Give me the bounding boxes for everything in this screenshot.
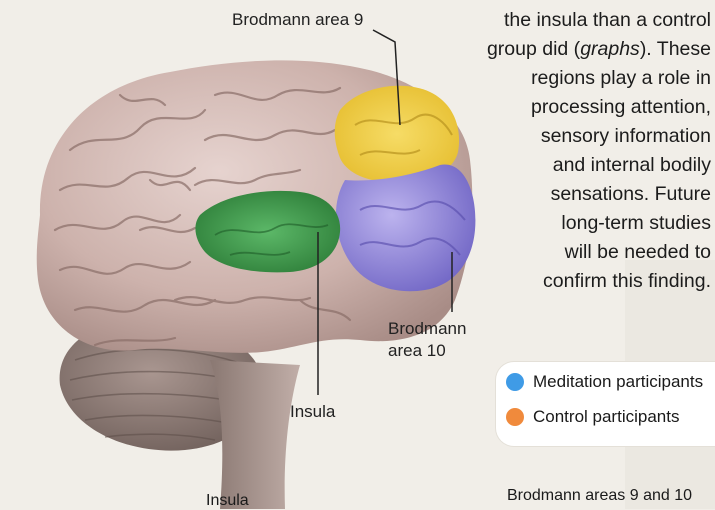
legend-label-control: Control participants [533,407,679,427]
bottom-brodmann-label: Brodmann areas 9 and 10 [507,487,692,505]
caption-line-2: group did (graphs). These [341,35,711,64]
brodmann-area-10-label-line-2: area 10 [388,340,466,362]
caption-line-3: regions play a role in [341,64,711,93]
brodmann-area-10-label: Brodmann area 10 [388,318,466,362]
caption-line-6: and internal bodily [341,151,711,180]
caption-line-10: confirm this finding. [341,267,711,296]
insula-label: Insula [290,402,335,422]
legend-item-meditation: Meditation participants [506,372,703,392]
caption-graphs-emphasis: graphs [580,38,640,60]
control-dot-icon [506,408,524,426]
legend-item-control: Control participants [506,407,679,427]
brodmann-area-10-label-line-1: Brodmann [388,318,466,340]
caption-line-9: will be needed to [341,238,711,267]
caption-text: the insula than a control group did (gra… [341,6,711,296]
caption-line-5: sensory information [341,122,711,151]
meditation-dot-icon [506,373,524,391]
legend-label-meditation: Meditation participants [533,372,703,392]
caption-line-2-end: ). These [640,38,711,60]
bottom-insula-label: Insula [206,492,249,510]
caption-line-4: processing attention, [341,93,711,122]
caption-line-2-start: group did ( [487,38,580,60]
brodmann-area-9-label: Brodmann area 9 [232,10,363,30]
caption-line-1: the insula than a control [341,6,711,35]
legend: Meditation participants Control particip… [496,362,715,446]
caption-line-7: sensations. Future [341,180,711,209]
caption-line-8: long-term studies [341,209,711,238]
